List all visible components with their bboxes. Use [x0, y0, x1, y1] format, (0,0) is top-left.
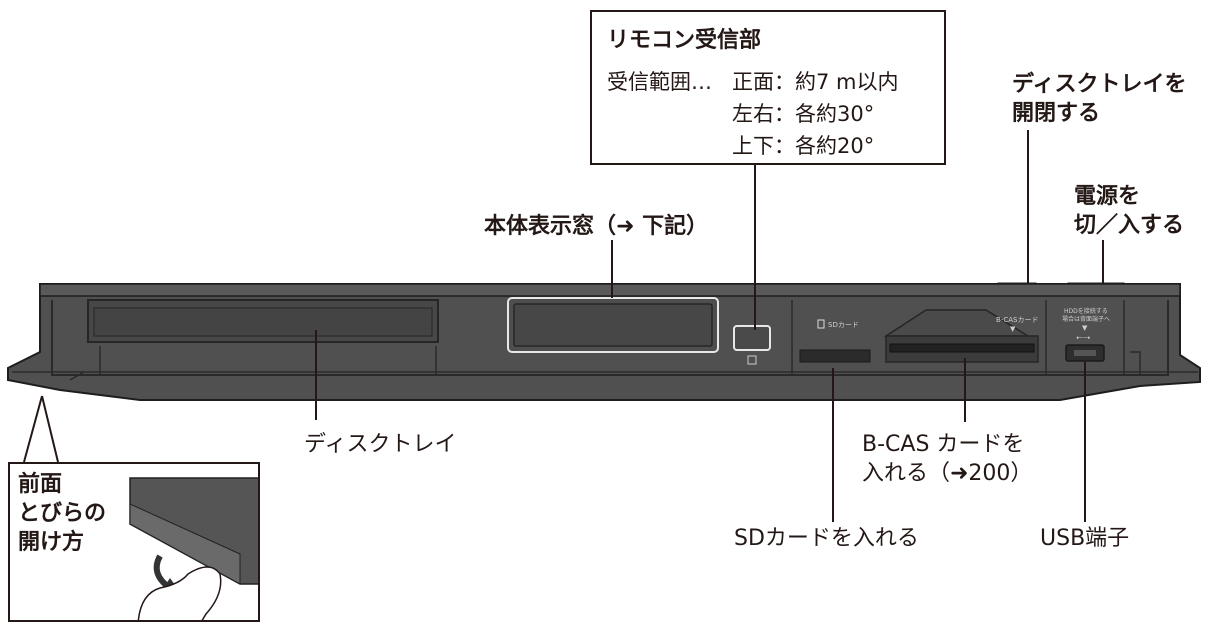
front-door-outline	[51, 300, 1169, 376]
usb-port-inner	[1074, 350, 1096, 356]
bcas-card-slot[interactable]	[889, 343, 1035, 353]
hand-icon	[137, 566, 222, 620]
door-label-1: 前面	[18, 472, 63, 497]
leader-lines	[23, 130, 1104, 522]
usb-symbol-icon: ⭠⭢	[1076, 333, 1090, 343]
remote-title: リモコン受信部	[607, 28, 762, 53]
bcas-label-2: 入れる（➜200）	[862, 461, 1033, 486]
sd-card-slot[interactable]	[799, 349, 871, 363]
door-label-2: とびらの	[18, 501, 107, 526]
front-door-text: 前面 とびらの 開け方	[18, 470, 106, 557]
tray-open-label-1: ディスクトレイを	[1012, 72, 1187, 97]
top-edge	[39, 283, 1181, 297]
remote-up-down: 上下：各約20°	[732, 134, 875, 158]
bcas-arrow-icon: ▼	[1010, 325, 1016, 333]
display-window-inner	[513, 303, 713, 347]
power-label-1: 電源を	[1074, 184, 1141, 209]
hdd-panel-text-2: 場合は背面端子へ	[1062, 315, 1110, 323]
remote-receiver	[733, 325, 771, 351]
remote-front: 正面：約7 m以内	[732, 70, 899, 94]
remote-range-label: 受信範囲…	[607, 70, 712, 94]
remote-left-right: 左右：各約30°	[732, 102, 875, 126]
remote-receiver-callout: リモコン受信部 受信範囲… 正面：約7 m以内 左右：各約30° 上下：各約20…	[590, 10, 946, 165]
sd-panel-text: SDカード	[828, 321, 859, 329]
hdd-panel-text-1: HDDを接続する	[1064, 307, 1108, 315]
door-opening-illustration	[129, 477, 258, 620]
disc-tray-inner	[93, 307, 433, 337]
door-label-3: 開け方	[18, 530, 85, 555]
front-door-callout: 前面 とびらの 開け方	[8, 462, 260, 622]
usb-arrow-icon: ▼	[1082, 324, 1088, 332]
bcas-label-1: B-CAS カードを	[862, 432, 1025, 457]
ir-mark	[747, 355, 757, 365]
display-window-label: 本体表示窓（➜ 下記）	[484, 214, 709, 239]
sd-logo-icon	[817, 319, 825, 329]
sd-insert-label: SDカードを入れる	[734, 526, 919, 551]
tray-open-label-2: 開閉する	[1012, 101, 1101, 126]
disc-tray-label: ディスクトレイ	[304, 432, 457, 457]
right-latch	[1130, 351, 1141, 375]
usb-label: USB端子	[1040, 526, 1130, 551]
bcas-panel-text: B-CASカード	[996, 316, 1038, 324]
left-latch	[69, 371, 85, 381]
power-label-2: 切／入する	[1074, 213, 1185, 238]
